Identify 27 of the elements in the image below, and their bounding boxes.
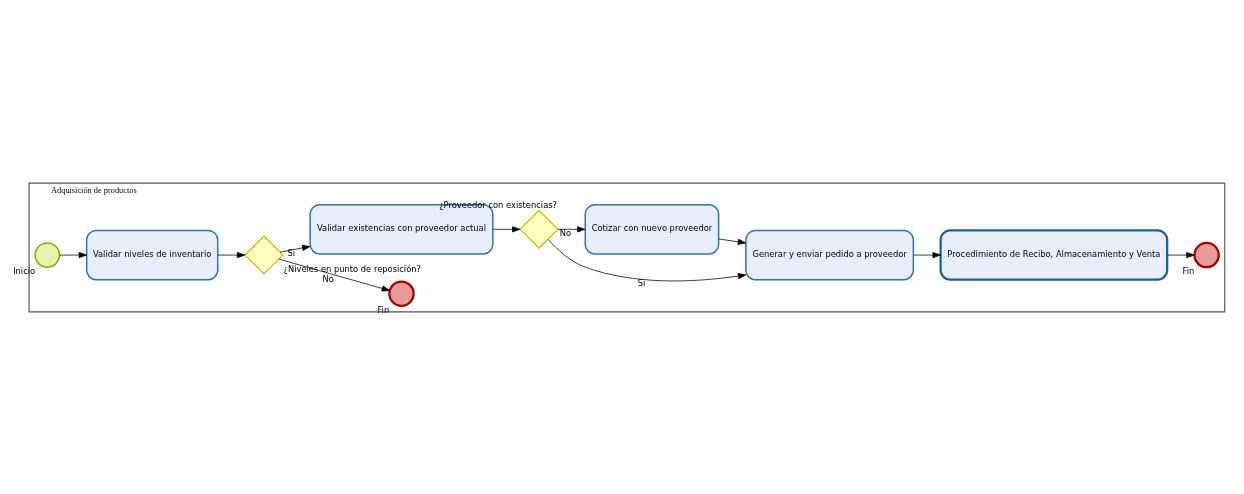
node-diamond: [244, 234, 284, 275]
arrow: [547, 238, 747, 281]
node-box: Generar y enviar pedido a proveedor: [745, 229, 915, 280]
arrow: [492, 225, 521, 232]
arrow: [718, 238, 747, 245]
edge-label: No: [559, 227, 572, 238]
node-circle: [34, 241, 61, 268]
node-label: Fin: [377, 304, 390, 315]
arrow: [557, 225, 586, 232]
node-circle: [1193, 241, 1220, 268]
node-box: Validar niveles de inventario: [85, 229, 219, 280]
edge-label: Si: [637, 277, 646, 288]
node-circle: [388, 279, 415, 307]
node-box: Cotizar con nuevo proveedor: [584, 203, 720, 255]
node-diamond: [519, 209, 559, 249]
arrow: [278, 258, 391, 291]
edge-label: No: [322, 272, 334, 283]
node-label: ¿Niveles en punto de reposición?: [283, 263, 421, 274]
arrow: [913, 251, 941, 258]
node-label: Fin: [1182, 265, 1195, 276]
arrow: [59, 251, 87, 258]
arrow: [1166, 251, 1195, 258]
edge-label: Si: [287, 247, 296, 258]
arrow: [279, 244, 311, 253]
node-box: Procedimiento de Recibo, Almacenamiento y Venta: [939, 228, 1169, 281]
arrow: [217, 251, 246, 258]
node-label: Inicio: [13, 265, 36, 276]
